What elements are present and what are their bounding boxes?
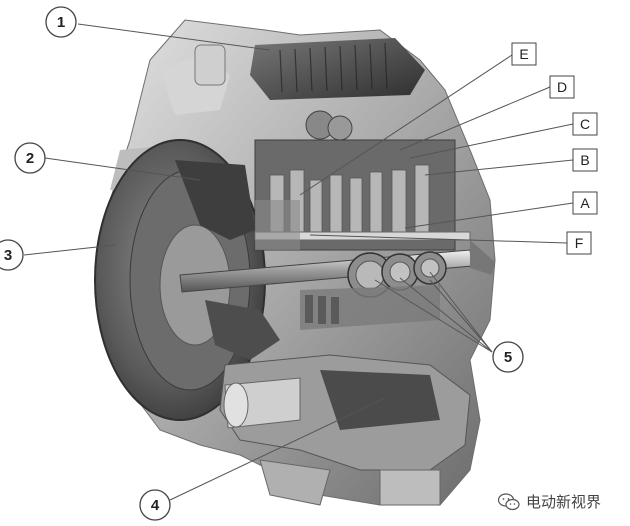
leader-F xyxy=(309,234,568,244)
callout-F: F xyxy=(566,231,592,255)
leader-1 xyxy=(77,23,271,51)
leader-B xyxy=(424,159,574,176)
callout-4-label: 4 xyxy=(151,497,160,514)
callout-F-label: F xyxy=(575,235,584,251)
callout-B: B xyxy=(572,148,598,172)
callout-E: E xyxy=(511,42,537,66)
callout-A-label: A xyxy=(580,195,590,211)
gear-section xyxy=(254,139,471,251)
leader-3 xyxy=(23,244,116,256)
leader-5a xyxy=(374,279,493,353)
callout-D: D xyxy=(549,75,575,99)
callout-1-label: 1 xyxy=(57,14,65,31)
watermark-text: 电动新视界 xyxy=(526,493,602,511)
callout-3: 3 xyxy=(0,239,24,271)
callout-E-label: E xyxy=(519,46,528,62)
leader-4 xyxy=(169,397,386,501)
wechat-icon xyxy=(498,492,520,510)
mechatronic-unit xyxy=(194,38,425,141)
leader-A xyxy=(404,202,574,229)
callout-3-label: 3 xyxy=(4,247,12,264)
callout-C-label: C xyxy=(580,116,590,132)
callout-2-label: 2 xyxy=(26,150,34,167)
leader-lines xyxy=(23,23,574,501)
callout-5-label: 5 xyxy=(504,349,512,366)
leader-5b xyxy=(399,277,493,353)
leader-5d xyxy=(429,279,493,353)
callout-2: 2 xyxy=(14,142,46,174)
callout-C: C xyxy=(572,112,598,136)
callout-D-label: D xyxy=(557,79,567,95)
callout-B-label: B xyxy=(580,152,589,168)
leader-E xyxy=(299,54,513,196)
output-gears xyxy=(300,251,447,330)
leader-5c xyxy=(429,271,493,353)
callout-A: A xyxy=(572,191,598,215)
callout-1: 1 xyxy=(45,6,77,38)
watermark: 电动新视界 xyxy=(498,491,601,512)
callout-5: 5 xyxy=(492,341,524,373)
leader-2 xyxy=(44,157,201,181)
leader-C xyxy=(409,123,574,159)
callout-4: 4 xyxy=(139,489,171,521)
leader-D xyxy=(399,86,551,151)
